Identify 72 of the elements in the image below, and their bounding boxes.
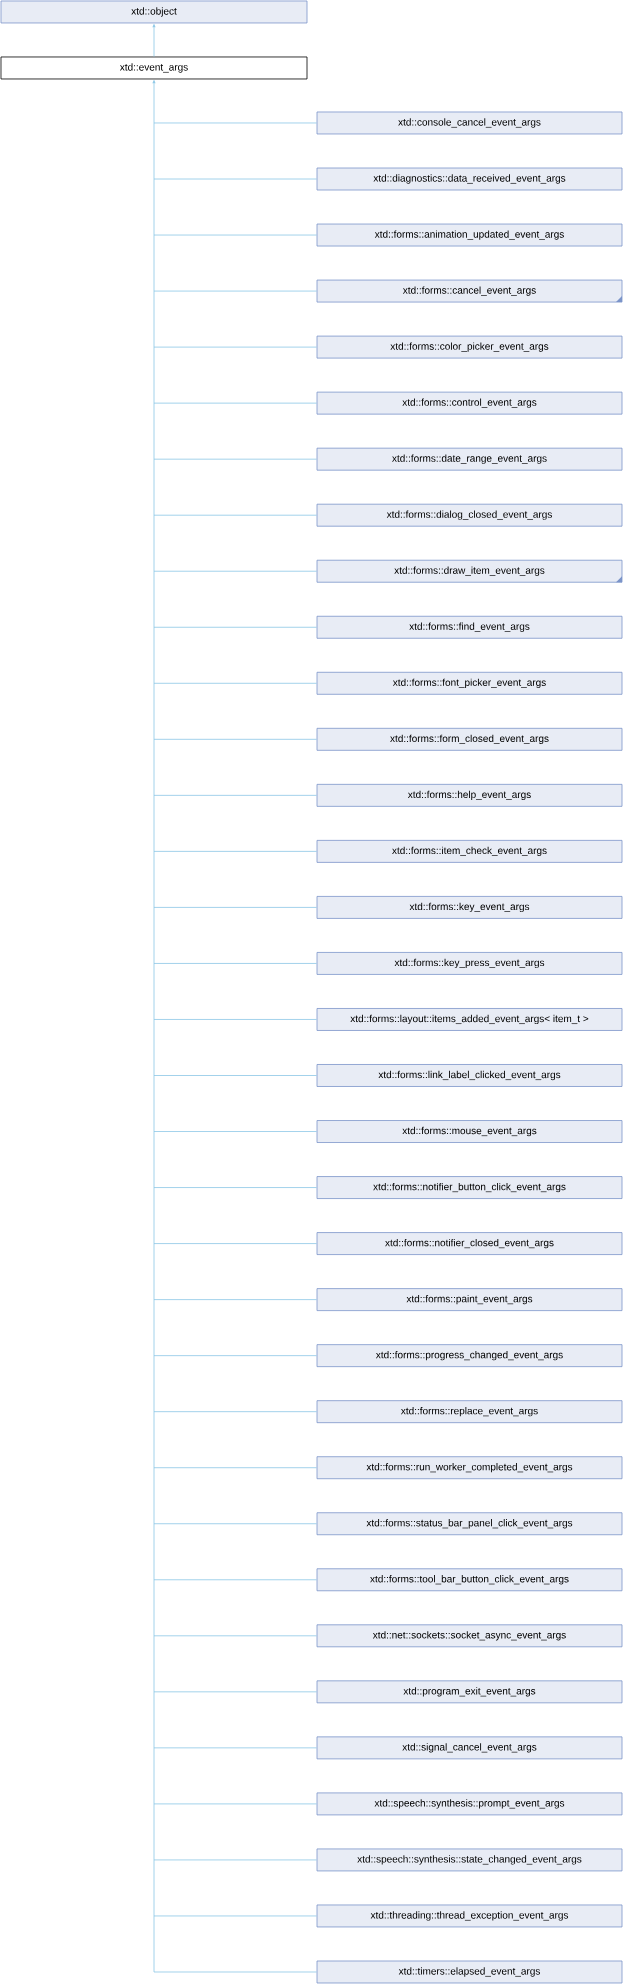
class-box: xtd::diagnostics::data_received_event_args [316,167,623,191]
branch-line [153,458,317,460]
branch-line [153,1131,317,1132]
class-box: xtd::forms::color_picker_event_args [316,335,623,359]
class-box: xtd::forms::mouse_event_args [316,1120,623,1143]
class-box: xtd::forms::progress_changed_event_args [316,1344,623,1368]
class-box: xtd::forms::status_bar_panel_click_event_args [316,1512,623,1536]
class-box: xtd::program_exit_event_args [316,1680,623,1704]
branch-line [153,1243,317,1244]
branch-line [153,570,317,572]
class-box: xtd::object [0,0,308,24]
class-box: xtd::forms::item_check_event_args [316,840,623,863]
class-box: xtd::speech::synthesis::prompt_event_args [316,1792,623,1816]
class-box: xtd::net::sockets::socket_async_event_args [316,1624,623,1648]
branch-line [153,290,317,292]
branch-line [153,1523,317,1525]
branch-line [153,794,317,796]
class-box: xtd::forms::help_event_args [316,783,623,807]
class-box: xtd::forms::animation_updated_event_args [316,223,623,247]
class-box: xtd::forms::link_label_clicked_event_args [316,1064,623,1087]
class-box: xtd::forms::key_press_event_args [316,952,623,975]
branch-line [153,626,317,628]
branch-line [153,514,317,516]
class-box: xtd::timers::elapsed_event_args [316,1960,623,1984]
branch-line [153,682,317,684]
inheritance-arrow [152,24,156,57]
branch-line [153,1859,317,1861]
branch-line [153,1075,317,1076]
branch-line [153,1691,317,1693]
branch-line [153,346,317,348]
inheritance-arrow [152,80,156,1973]
branch-line [153,402,317,404]
branch-line [153,1635,317,1637]
class-box: xtd::forms::draw_item_event_args [316,559,623,583]
class-box: xtd::forms::replace_event_args [316,1400,623,1424]
branch-line [153,1971,317,1973]
branch-line [153,851,317,852]
class-box: xtd::forms::dialog_closed_event_args [316,503,623,527]
branch-line [153,178,317,180]
branch-line [153,1803,317,1805]
class-box: xtd::forms::tool_bar_button_click_event_args [316,1568,623,1592]
class-box: xtd::forms::form_closed_event_args [316,727,623,751]
class-box: xtd::event_args [0,56,308,80]
branch-line [153,1579,317,1581]
class-box: xtd::forms::run_worker_completed_event_args [316,1456,623,1480]
branch-line [153,1355,317,1357]
branch-line [153,1411,317,1413]
branch-line [153,1467,317,1469]
class-box: xtd::console_cancel_event_args [316,111,623,135]
class-box: xtd::forms::control_event_args [316,391,623,415]
branch-line [153,907,317,908]
branch-line [153,1299,317,1300]
branch-line [153,122,317,124]
class-box: xtd::threading::thread_exception_event_args [316,1904,623,1928]
class-box: xtd::forms::font_picker_event_args [316,671,623,695]
branch-line [153,1187,317,1188]
class-box: xtd::forms::notifier_closed_event_args [316,1232,623,1255]
class-box: xtd::forms::find_event_args [316,615,623,639]
branch-line [153,1747,317,1749]
branch-line [153,738,317,740]
class-box: xtd::forms::layout::items_added_event_args< item_t > [316,1008,623,1031]
class-box: xtd::forms::cancel_event_args [316,279,623,303]
class-box: xtd::speech::synthesis::state_changed_event_args [316,1848,623,1872]
class-box: xtd::forms::date_range_event_args [316,447,623,471]
branch-line [153,1019,317,1020]
class-box: xtd::forms::key_event_args [316,896,623,919]
class-box: xtd::forms::notifier_button_click_event_args [316,1176,623,1199]
branch-line [153,963,317,964]
branch-line [153,1915,317,1917]
class-box: xtd::signal_cancel_event_args [316,1736,623,1760]
branch-line [153,234,317,236]
class-box: xtd::forms::paint_event_args [316,1288,623,1311]
